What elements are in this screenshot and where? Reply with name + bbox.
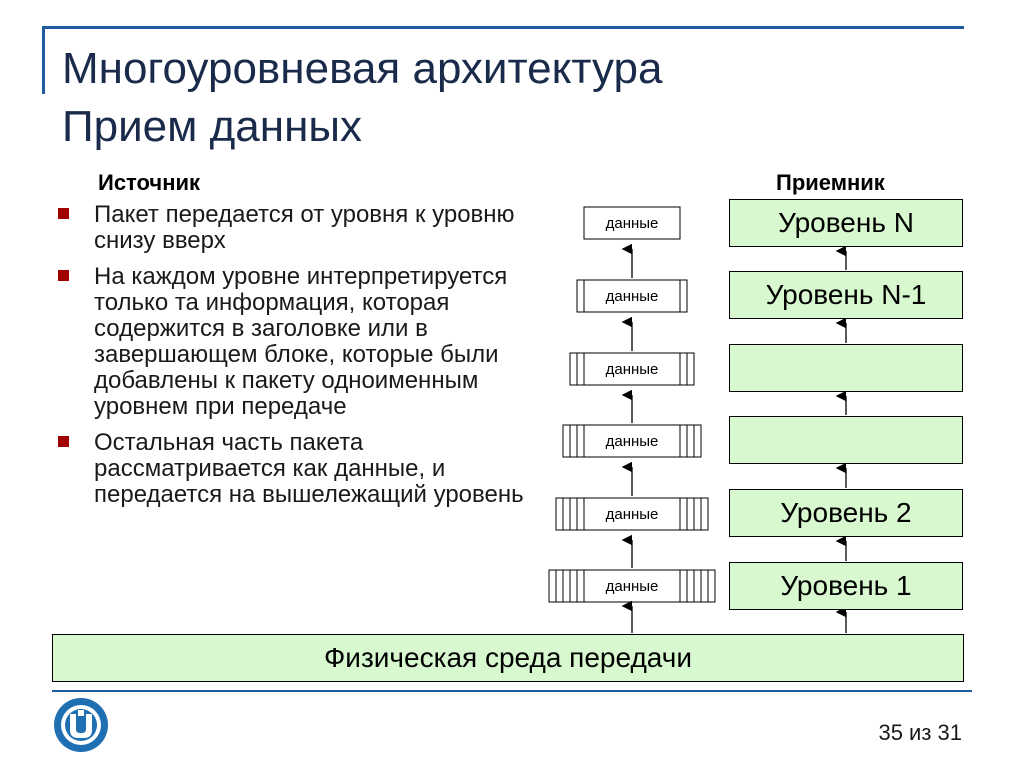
bullet-item: На каждом уровне интерпретируется только… bbox=[58, 264, 528, 420]
physical-medium-box: Физическая среда передачи bbox=[52, 634, 964, 682]
packet-data-label: данные bbox=[606, 506, 659, 523]
bullet-square-icon bbox=[58, 270, 69, 281]
packet-header-block bbox=[562, 424, 571, 458]
packet-data-box bbox=[583, 569, 681, 603]
packet-trailer-block bbox=[700, 497, 709, 531]
packet-header-block bbox=[576, 279, 585, 313]
bullet-item: Пакет передается от уровня к уровню сниз… bbox=[58, 202, 528, 254]
packet-trailer-block bbox=[679, 279, 688, 313]
top-accent-line bbox=[42, 26, 964, 29]
layer-blank-box bbox=[729, 344, 963, 392]
packet-data-label: данные bbox=[606, 578, 659, 595]
packet-header-block bbox=[555, 569, 564, 603]
packet-header-block bbox=[576, 352, 585, 386]
packet-trailer-block bbox=[679, 497, 688, 531]
bullet-list: Пакет передается от уровня к уровню сниз… bbox=[58, 202, 528, 518]
left-accent-line bbox=[42, 26, 45, 94]
packet-data-box bbox=[583, 279, 681, 313]
packet-header-block bbox=[562, 569, 571, 603]
packet-trailer-block bbox=[700, 569, 709, 603]
layer-n-minus-1-box: Уровень N-1 bbox=[729, 271, 963, 319]
packet-header-block bbox=[576, 569, 585, 603]
packet-header-block bbox=[548, 569, 557, 603]
packet-trailer-block bbox=[693, 424, 702, 458]
bullet-square-icon bbox=[58, 436, 69, 447]
bullet-text: На каждом уровне интерпретируется только… bbox=[94, 263, 508, 420]
packet-header-block bbox=[569, 424, 578, 458]
title-line-2: Прием данных bbox=[62, 102, 362, 151]
packet-trailer-block bbox=[686, 352, 695, 386]
packet-trailer-block bbox=[686, 424, 695, 458]
packet-data-label: данные bbox=[606, 433, 659, 450]
packet-trailer-block bbox=[679, 352, 688, 386]
packet-trailer-block bbox=[686, 497, 695, 531]
bullet-text: Пакет передается от уровня к уровню сниз… bbox=[94, 201, 515, 254]
layer-n-box: Уровень N bbox=[729, 199, 963, 247]
layer-blank-box bbox=[729, 416, 963, 464]
slide-title: Многоуровневая архитектура Прием данных bbox=[62, 40, 662, 156]
packet-header-block bbox=[576, 497, 585, 531]
packet-header-block bbox=[562, 497, 571, 531]
packet-trailer-block bbox=[686, 569, 695, 603]
packet-data-label: данные bbox=[606, 215, 659, 232]
packet-trailer-block bbox=[679, 424, 688, 458]
packet-data-label: данные bbox=[606, 361, 659, 378]
receiver-heading: Приемник bbox=[776, 170, 885, 195]
bullet-item: Остальная часть пакета рассматривается к… bbox=[58, 430, 528, 508]
page-number: 35 из 31 bbox=[878, 720, 962, 745]
packet-header-block bbox=[569, 352, 578, 386]
packet-data-box bbox=[583, 424, 681, 458]
title-line-1: Многоуровневая архитектура bbox=[62, 44, 663, 93]
packet-data-box bbox=[583, 497, 681, 531]
packet-data-box bbox=[583, 206, 681, 240]
packet-stack: данные данные данные данные данные данные bbox=[548, 206, 716, 603]
university-logo-icon bbox=[54, 698, 108, 752]
packet-trailer-block bbox=[707, 569, 716, 603]
packet-trailer-block bbox=[679, 569, 688, 603]
packet-trailer-block bbox=[693, 569, 702, 603]
packet-trailer-block bbox=[693, 497, 702, 531]
packet-header-block bbox=[555, 497, 564, 531]
packet-header-block bbox=[569, 497, 578, 531]
arrow-group bbox=[621, 243, 847, 633]
bottom-accent-line bbox=[52, 690, 972, 692]
bullet-square-icon bbox=[58, 208, 69, 219]
source-heading: Источник bbox=[98, 170, 201, 195]
packet-data-box bbox=[583, 352, 681, 386]
bullet-text: Остальная часть пакета рассматривается к… bbox=[94, 429, 524, 508]
packet-header-block bbox=[576, 424, 585, 458]
layer-1-box: Уровень 1 bbox=[729, 562, 963, 610]
packet-header-block bbox=[569, 569, 578, 603]
packet-data-label: данные bbox=[606, 288, 659, 305]
layer-2-box: Уровень 2 bbox=[729, 489, 963, 537]
